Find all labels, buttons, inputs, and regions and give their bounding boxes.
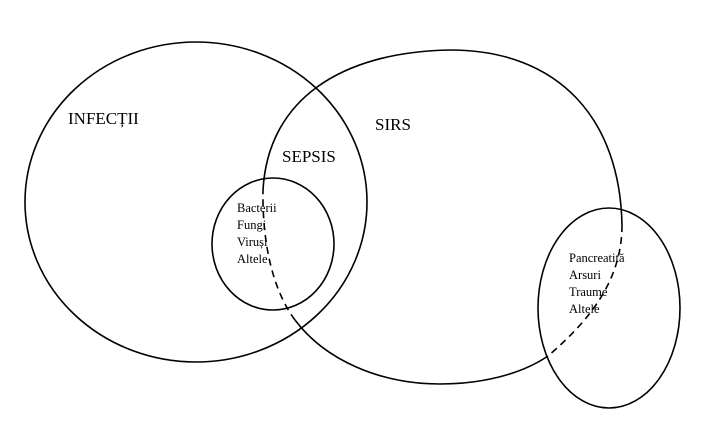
infection-cause-item: Viruși — [237, 235, 268, 249]
sirs-cause-item: Altele — [569, 302, 600, 316]
sirs-circle-dashed-right — [547, 224, 623, 357]
sirs-cause-item: Pancreatită — [569, 251, 625, 265]
infection-cause-item: Bacterii — [237, 201, 277, 215]
infections-circle — [24, 41, 368, 363]
infections-label: INFECȚII — [68, 109, 139, 128]
sirs-circle-dashed-left — [262, 189, 296, 321]
sirs-cause-item: Traume — [569, 285, 608, 299]
sirs-circle-upper-arc — [262, 49, 623, 226]
sirs-circle-lower-arc — [294, 319, 549, 385]
sirs-label: SIRS — [375, 115, 411, 134]
sepsis-label: SEPSIS — [282, 147, 336, 166]
infection-cause-item: Altele — [237, 252, 268, 266]
sepsis-oval — [211, 177, 335, 311]
infection-cause-item: Fungi — [237, 218, 267, 232]
sirs-causes-oval — [537, 207, 681, 409]
sirs-cause-item: Arsuri — [569, 268, 601, 282]
